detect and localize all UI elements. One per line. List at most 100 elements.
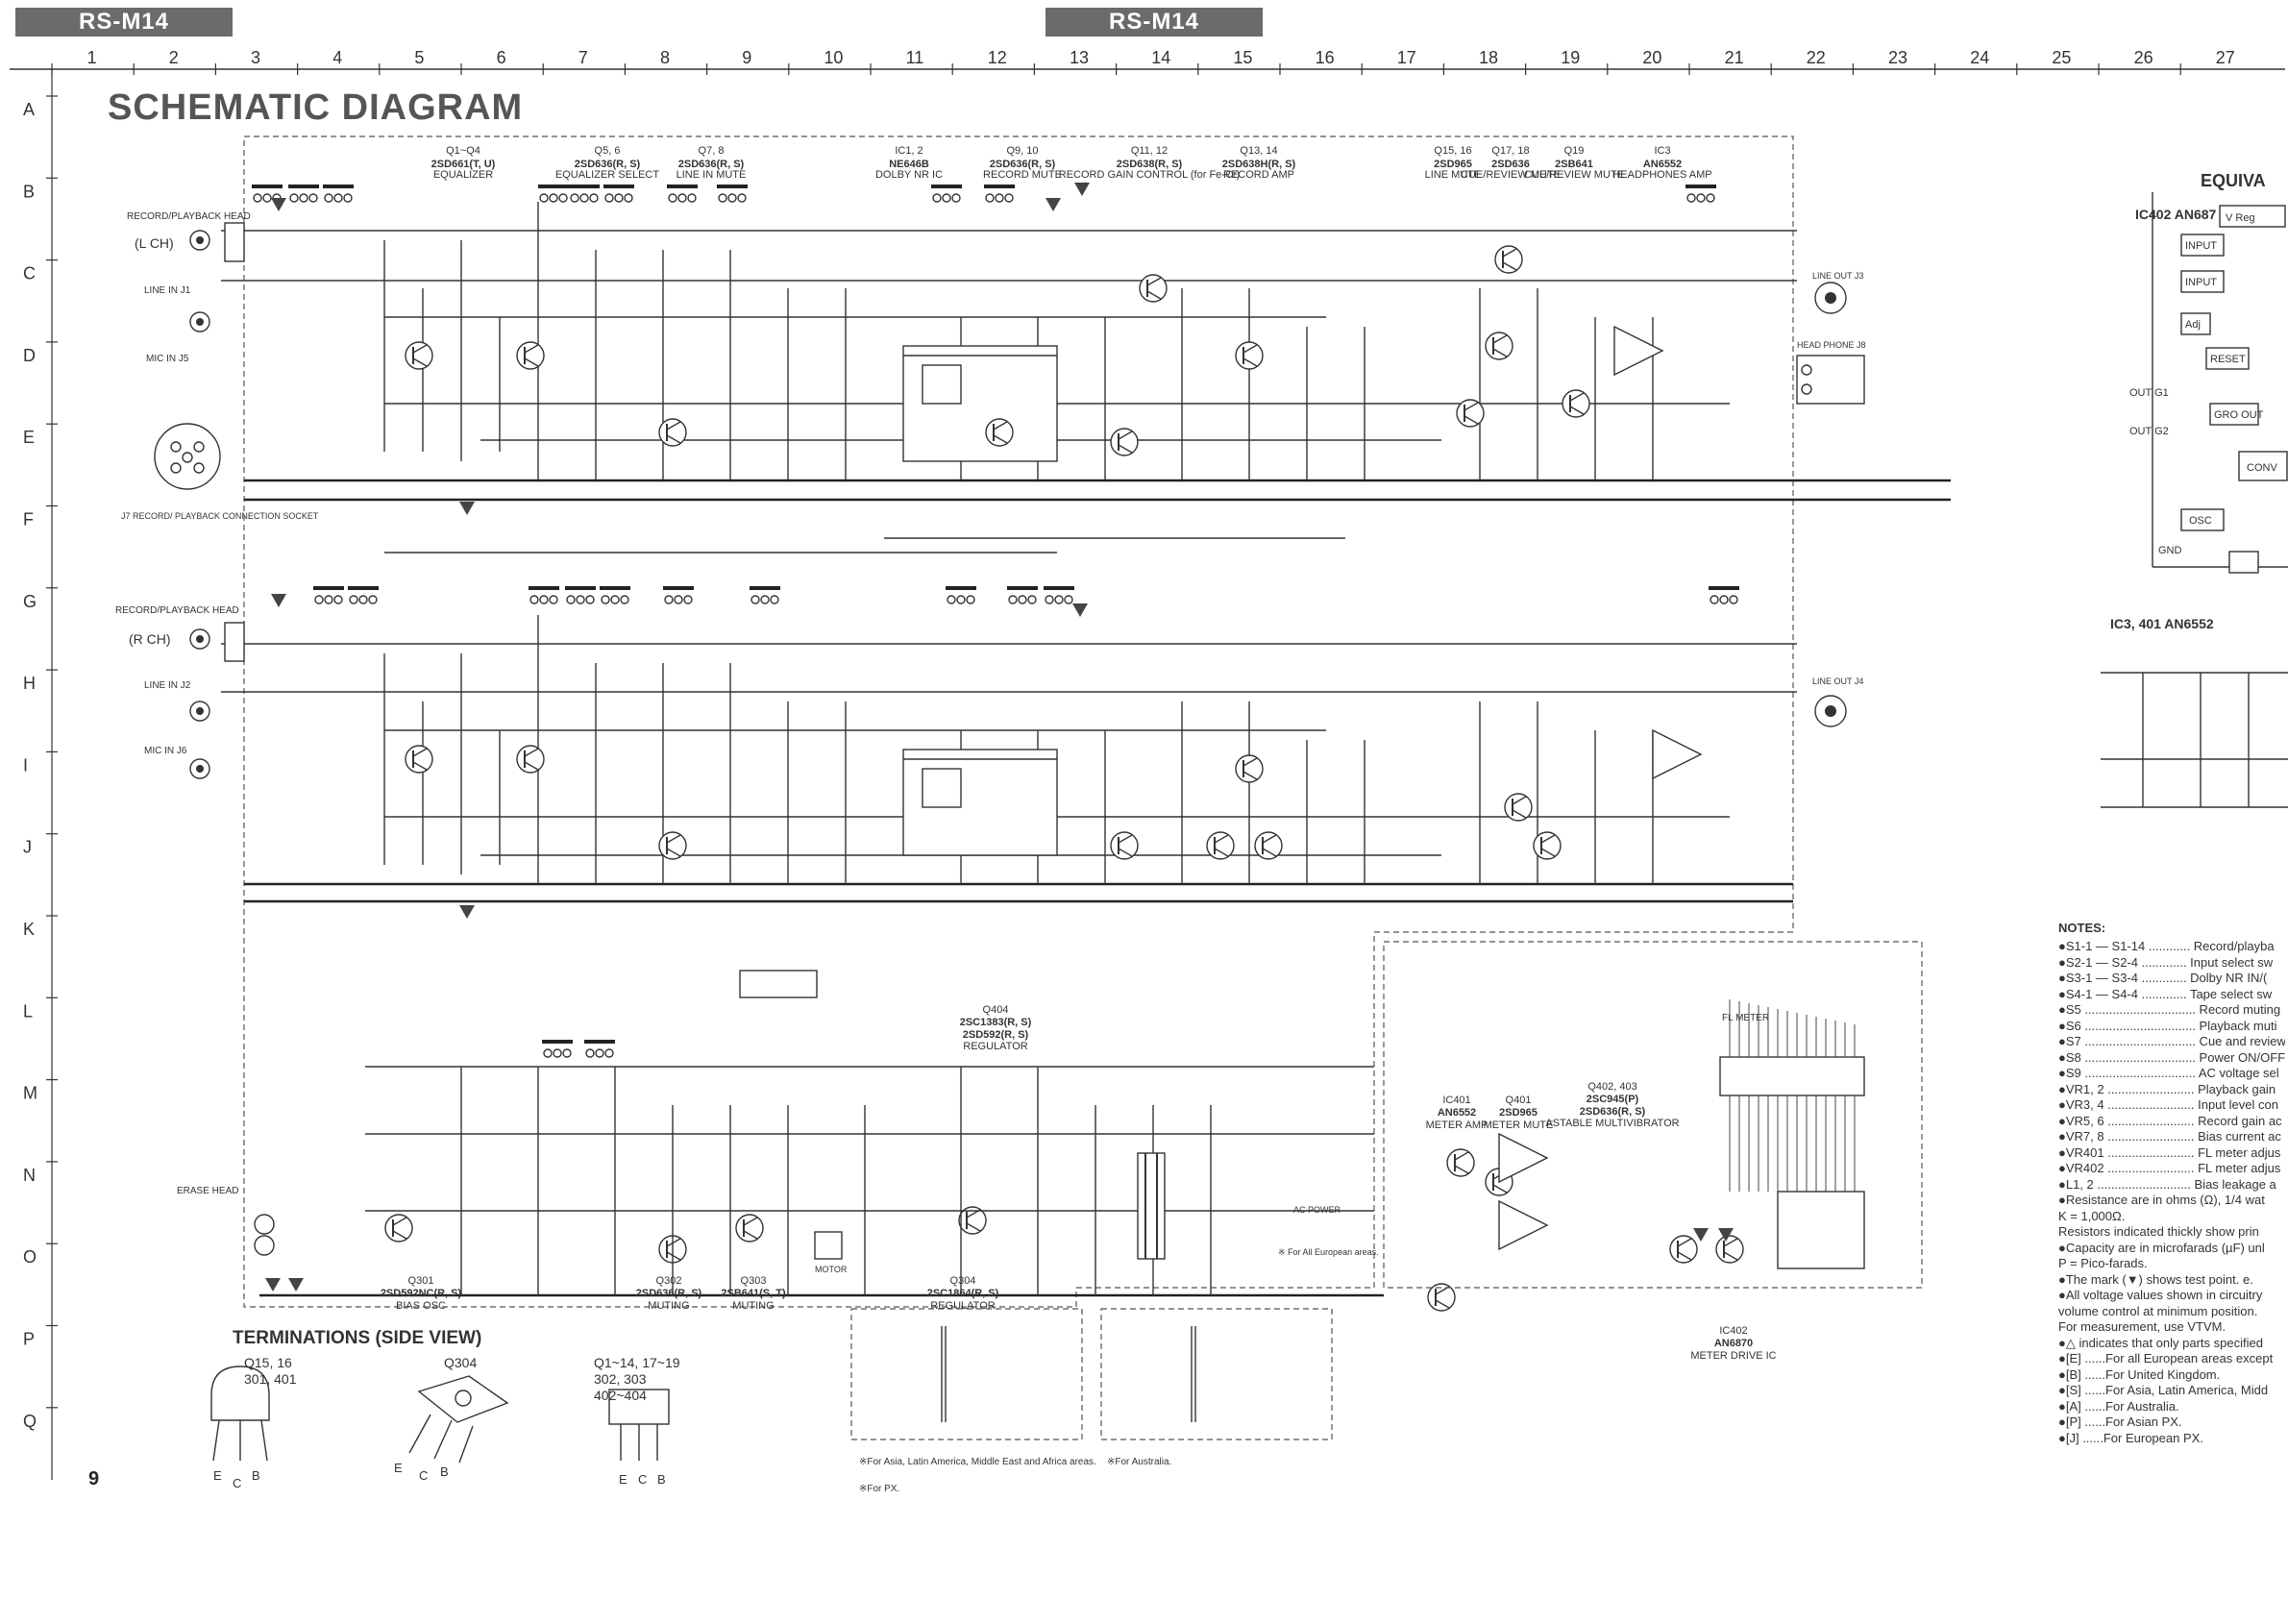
- part-ref: IC402: [1719, 1325, 1747, 1337]
- transistor-ref: Q17, 18: [1491, 145, 1529, 157]
- test-point-marker: [459, 502, 475, 515]
- switch-bar: [313, 586, 344, 590]
- part-ref: Q304: [950, 1275, 976, 1287]
- header-tab-right: RS-M14: [1046, 8, 1263, 37]
- ruler-number: 15: [1233, 48, 1252, 67]
- part-ref: Q401: [1506, 1095, 1532, 1106]
- row-letter: J: [23, 838, 32, 857]
- line-out-j4-label: LINE OUT J4: [1812, 677, 1863, 686]
- part-function: BIAS OSC: [396, 1300, 446, 1312]
- note-item: ●△ indicates that only parts specified: [2058, 1335, 2263, 1350]
- part-function: METER MUTE: [1484, 1120, 1554, 1131]
- transistor-symbol: [1494, 245, 1523, 274]
- switch-bar: [584, 1040, 615, 1044]
- out-g1-label: OUT G1: [2129, 387, 2169, 399]
- connector-labels: RECORD/PLAYBACK HEAD (L CH) LINE IN J1 M…: [115, 211, 1866, 1274]
- transistor-ref: Q9, 10: [1006, 145, 1038, 157]
- test-point-marker: [288, 1278, 304, 1292]
- note-item: K = 1,000Ω.: [2058, 1208, 2126, 1223]
- note-item: volume control at minimum position.: [2058, 1303, 2258, 1318]
- transistor-part: 2SD636(R, S): [575, 159, 641, 170]
- switch-bar: [1685, 185, 1716, 188]
- row-letter: D: [23, 346, 36, 365]
- ruler-number: 27: [2216, 48, 2235, 67]
- switch-bar: [323, 185, 354, 188]
- ruler-number: 3: [251, 48, 260, 67]
- note-item: ●[E] ......For all European areas except: [2058, 1351, 2274, 1366]
- erase-head-label: ERASE HEAD: [177, 1186, 238, 1196]
- transistor-symbol: [1110, 428, 1139, 456]
- part-number-alt: 2SD592(R, S): [963, 1029, 1029, 1041]
- pin-label: C: [638, 1472, 647, 1487]
- rch-label: (R CH): [129, 631, 171, 647]
- part-number: AN6870: [1714, 1338, 1753, 1349]
- row-letter: N: [23, 1166, 36, 1185]
- lower-transistor-symbols: [384, 745, 1744, 1312]
- footnote-australia: ※For Australia.: [1107, 1457, 1171, 1467]
- note-item: ●VR1, 2 ......................... Playba…: [2058, 1081, 2276, 1096]
- switch-bar: [542, 1040, 573, 1044]
- row-letter: P: [23, 1330, 35, 1349]
- ruler-number: 22: [1807, 48, 1826, 67]
- part-number: 2SD592NC(R, S): [381, 1288, 462, 1299]
- transistor-symbol: [405, 341, 433, 370]
- line-out-j3-label: LINE OUT J3: [1812, 271, 1863, 281]
- transistor-part: AN6552: [1643, 159, 1682, 170]
- part-function: MUTING: [648, 1300, 689, 1312]
- transistor-function: RECORD GAIN CONTROL (for Fe-Cr): [1059, 169, 1240, 181]
- part-function: METER DRIVE IC: [1690, 1350, 1776, 1362]
- note-item: ●S7 ................................ Cue…: [2058, 1034, 2285, 1048]
- note-item: ●S1-1 — S1-14 ............ Record/playba: [2058, 939, 2275, 953]
- header-tab-left: RS-M14: [15, 8, 233, 37]
- j7-socket-label: J7 RECORD/ PLAYBACK CONNECTION SOCKET: [121, 511, 319, 521]
- lower-section-wiring: [254, 970, 1374, 1295]
- transistor-ref: IC1, 2: [895, 145, 923, 157]
- conv-label: CONV: [2247, 462, 2277, 474]
- notes-title: NOTES:: [2058, 921, 2106, 935]
- part-function: MUTING: [732, 1300, 774, 1312]
- footnote-asia: ※For Asia, Latin America, Middle East an…: [859, 1457, 1096, 1467]
- transistor-part: 2SD636(R, S): [678, 159, 745, 170]
- transistor-symbol: [1533, 831, 1562, 860]
- mic-in-j6-label: MIC IN J6: [144, 746, 187, 756]
- ruler-number: 6: [497, 48, 506, 67]
- part-number: AN6552: [1438, 1107, 1476, 1119]
- transistor-symbol: [1669, 1235, 1698, 1264]
- ruler-number: 1: [87, 48, 97, 67]
- switch-bar: [529, 586, 559, 590]
- transistor-function: LINE IN MUTE: [677, 169, 747, 181]
- note-item: ●L1, 2 ........................... Bias …: [2058, 1176, 2276, 1192]
- transistor-part: 2SD636: [1491, 159, 1530, 170]
- part-number: 2SD965: [1499, 1107, 1538, 1119]
- right-connectors: [1796, 282, 1865, 727]
- ruler-number: 14: [1151, 48, 1170, 67]
- ruler-number: 23: [1888, 48, 1907, 67]
- note-item: Resistors indicated thickly show prin: [2058, 1224, 2259, 1239]
- rec-play-head-r-label: RECORD/PLAYBACK HEAD: [115, 605, 239, 616]
- transistor-ref: Q15, 16: [1434, 145, 1471, 157]
- switch-bar: [569, 185, 600, 188]
- ruler-number: 21: [1725, 48, 1744, 67]
- test-point-marker: [1072, 603, 1088, 617]
- part-number: 2SB641(S, T): [721, 1288, 786, 1299]
- row-letter: M: [23, 1084, 37, 1103]
- transistor-part: 2SD636(R, S): [990, 159, 1056, 170]
- ruler-number: 11: [906, 48, 924, 67]
- ruler-number: 24: [1970, 48, 1989, 67]
- transistor-symbol: [1139, 274, 1168, 303]
- note-item: ●VR401 ......................... FL mete…: [2058, 1144, 2281, 1160]
- transistor-function: LINE MUTE: [1425, 169, 1482, 181]
- switch-bank-markers: [252, 185, 1739, 1058]
- note-item: ●VR402 ......................... FL mete…: [2058, 1161, 2281, 1175]
- ruler-number: 16: [1316, 48, 1335, 67]
- row-letter: C: [23, 264, 36, 283]
- ruler-number: 13: [1070, 48, 1089, 67]
- row-letter: I: [23, 755, 28, 775]
- pin-label: E: [394, 1461, 403, 1475]
- transistor-symbol: [1235, 341, 1264, 370]
